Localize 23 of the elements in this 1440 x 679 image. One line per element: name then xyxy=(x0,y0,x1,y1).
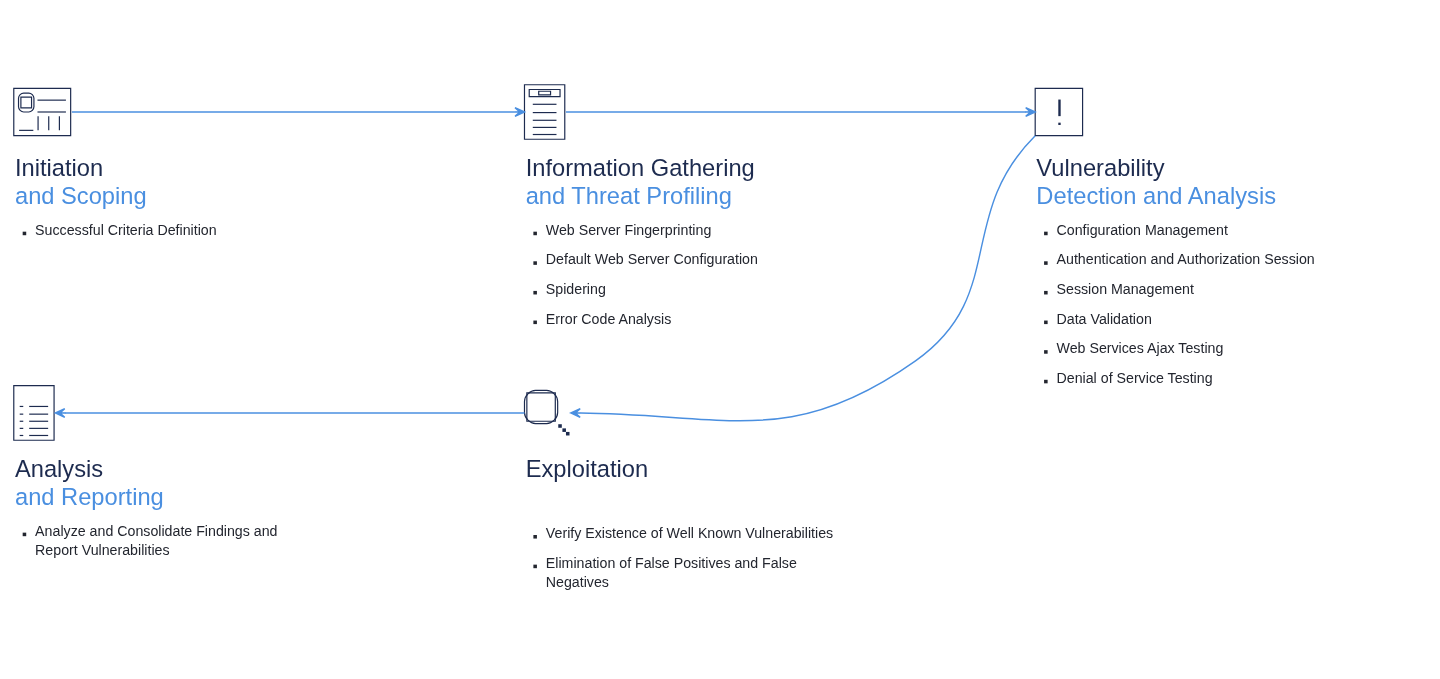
node-label: and Threat Profiling xyxy=(525,183,732,210)
node-label: Web Server Fingerprinting xyxy=(545,221,712,238)
node-label: and Scoping xyxy=(14,183,147,210)
node-label: Information Gathering xyxy=(525,154,755,181)
node-label: Analyze and Consolidate Findings and Report Vulnerabilities xyxy=(35,522,278,558)
node-label: Default Web Server Configuration xyxy=(545,251,758,268)
node-label: Successful Criteria Definition xyxy=(35,221,217,238)
node-label: Exploitation xyxy=(525,455,649,482)
node-label: Initiation xyxy=(14,154,104,181)
node-label: Configuration Management xyxy=(1056,221,1228,238)
node-label: Elimination of False Positives and False Negatives xyxy=(545,554,797,590)
node-label: Denial of Service Testing xyxy=(1056,369,1213,386)
node-label: and Reporting xyxy=(14,484,164,511)
node-label: Vulnerability xyxy=(1036,154,1165,181)
node-label: Verify Existence of Well Known Vulnerabilities xyxy=(545,525,834,542)
node-label: Session Management xyxy=(1056,281,1194,297)
node-label: Spidering xyxy=(545,281,606,297)
node-label: Data Validation xyxy=(1056,310,1152,327)
node-label: Analysis xyxy=(14,455,104,482)
node-label: Error Code Analysis xyxy=(545,310,672,327)
node-label: Detection and Analysis xyxy=(1036,183,1277,210)
node-label: Web Services Ajax Testing xyxy=(1056,340,1224,357)
node-label: Authentication and Authorization Session xyxy=(1056,251,1315,268)
